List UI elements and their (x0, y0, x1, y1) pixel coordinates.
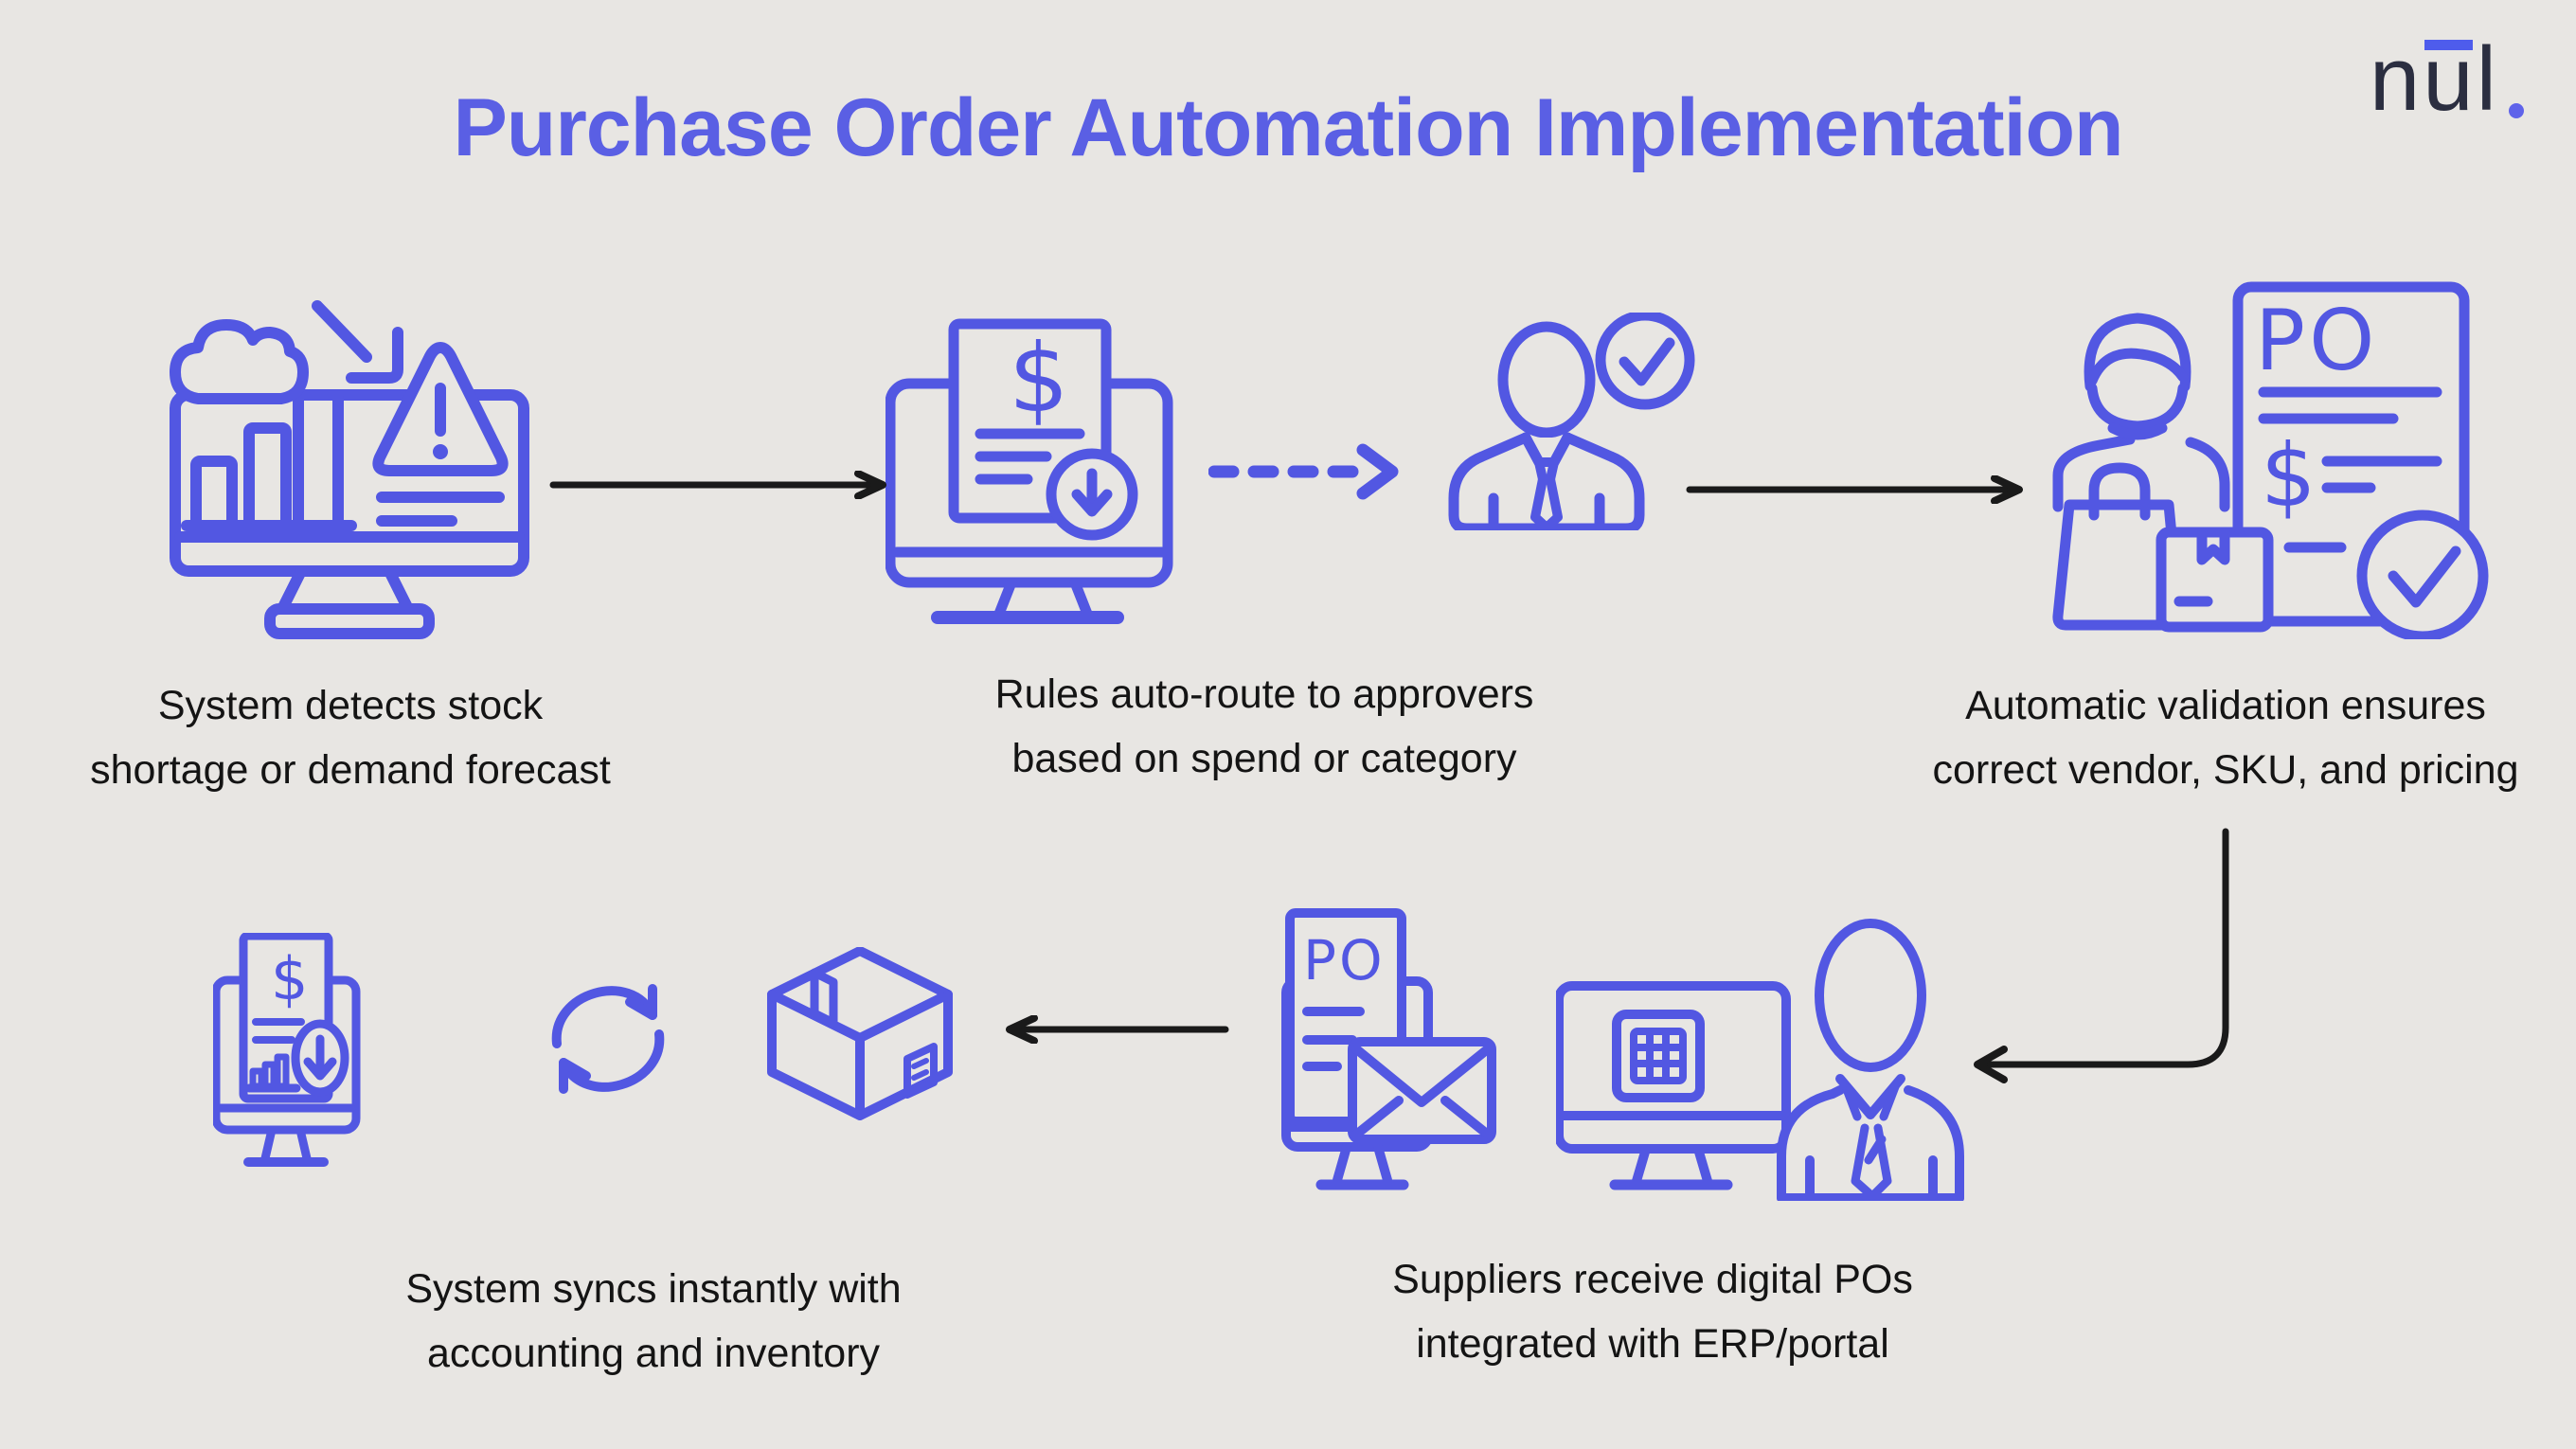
caption-supplier-receive: Suppliers receive digital POs integrated… (1392, 1257, 1913, 1367)
check-circle-icon (2356, 510, 2489, 639)
elbow-arrow-validate-to-supplier (1974, 828, 2229, 1083)
box-label (903, 1043, 938, 1099)
accounting-sync-monitor-icon: $ (213, 933, 361, 1167)
logo-letter-n: n (2369, 28, 2424, 130)
download-circle-icon (1046, 448, 1138, 541)
dollar-sign: $ (271, 944, 308, 1013)
page-title: Purchase Order Automation Implementation (453, 82, 2123, 173)
down-trend-arrow-icon (312, 300, 403, 384)
logo-period-dot (2509, 103, 2524, 118)
nul-logo: n u l (2370, 34, 2524, 125)
dashed-arrow-route-to-approver (1208, 443, 1399, 500)
tie (1530, 474, 1563, 530)
cloud-icon (170, 319, 309, 404)
caption-system-sync: System syncs instantly with accounting a… (405, 1266, 902, 1376)
arrow-supplier-to-box (1006, 1015, 1229, 1044)
check-circle-icon (1595, 313, 1695, 410)
erp-grid-icon (1612, 1010, 1705, 1102)
download-oval-icon (291, 1019, 349, 1097)
person-head (1497, 321, 1596, 438)
logo-macron-bar (2424, 40, 2473, 50)
logo-letter-u-with-macron: u (2423, 28, 2477, 130)
warning-triangle-icon (372, 342, 509, 476)
erp-portal-supplier-icon (1556, 919, 1964, 1201)
caption-detect-shortage: System detects stock shortage or demand … (90, 683, 611, 793)
po-validation-icon: PO $ (2052, 281, 2489, 639)
caption-auto-validate: Automatic validation ensures correct ven… (1932, 683, 2519, 793)
sync-arrows-icon (551, 984, 665, 1094)
spend-document-monitor-icon: $ (886, 318, 1173, 624)
tie (1851, 1123, 1892, 1201)
box-flap (810, 968, 838, 1028)
po-label: PO (2255, 292, 2378, 389)
logo-letter-l: l (2476, 28, 2499, 130)
package-box-icon (2156, 527, 2274, 633)
dollar-sign: $ (2261, 425, 2317, 527)
inventory-box-icon (767, 947, 953, 1120)
caption-auto-route: Rules auto-route to approvers based on s… (994, 671, 1534, 781)
arrow-detect-to-route (549, 471, 886, 499)
person-head (1815, 919, 1926, 1072)
approver-person-check-icon (1448, 313, 1695, 530)
po-label: PO (1303, 928, 1386, 993)
stock-shortage-monitor-icon (170, 300, 529, 639)
dollar-sign: $ (1009, 323, 1069, 434)
arrow-approver-to-validate (1686, 475, 2023, 504)
supplier-person-icon (1777, 919, 1964, 1201)
envelope-icon (1348, 1037, 1496, 1144)
po-email-monitor-icon: PO (1281, 908, 1496, 1190)
